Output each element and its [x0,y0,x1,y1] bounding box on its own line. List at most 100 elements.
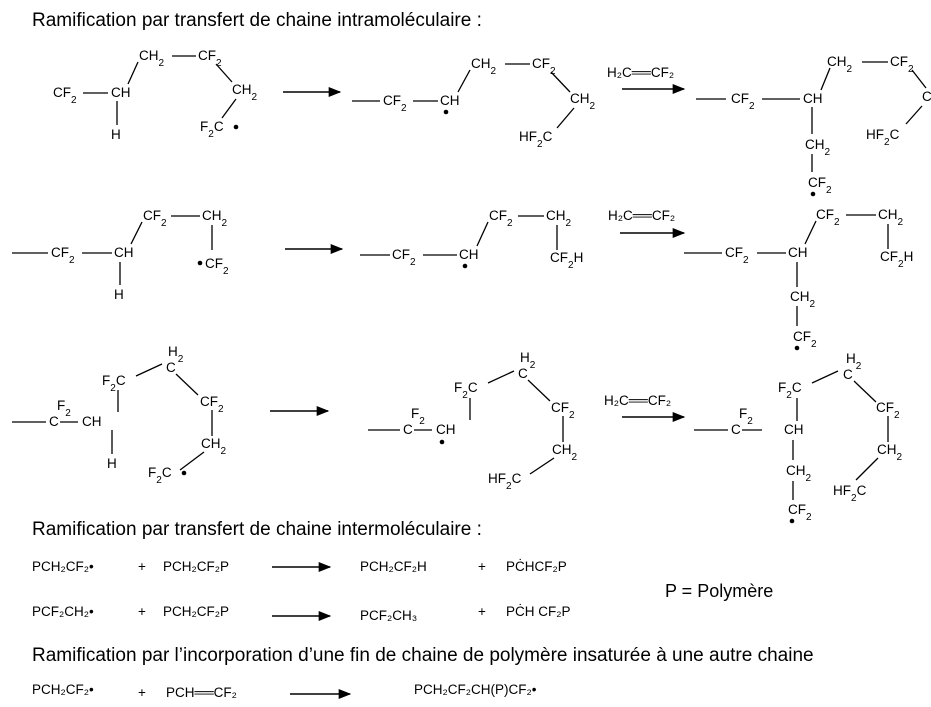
label-cf2: CF2 [489,208,513,229]
label-hf2c: HF2C [866,127,900,148]
label-f2c: F2C [778,380,802,401]
label-ch: CH [114,245,134,260]
label-cf2: CF2 [725,245,749,266]
label-cf2: CF2 [731,91,755,112]
label-cf2: CF2 [383,93,407,114]
label-f2c: F2C [102,373,126,394]
species-d: PĊH CF₂P [506,604,571,619]
label-cf2h: CF2H [550,250,583,271]
label-cf2: CF2 [392,247,416,268]
plus-sign: + [478,604,486,619]
label-hf2c: HF2C [519,129,553,150]
radical-dot [181,470,187,476]
label-c: C [922,89,931,104]
radical-dot [810,191,816,197]
plus-sign: + [138,559,146,574]
label-h: H [114,287,124,302]
monomer-vdf: H₂C══CF₂ [604,393,671,408]
radical-dot [439,439,445,445]
label-cf2: CF2 [51,245,75,266]
label-ch2: CH2 [546,208,572,229]
label-c: C [403,422,413,437]
row2-structure-2: CF2 CH CF2 CH2 CF2H [360,208,583,271]
label-ch: CH [788,245,808,260]
species-c: PCH₂CF₂CH(P)CF₂• [414,682,537,697]
label-c: C [731,422,741,437]
label-cf2: CF2 [551,400,575,421]
radical-dot [789,518,795,524]
reaction-line-3: PCH₂CF₂• + PCH══CF₂ PCH₂CF₂CH(P)CF₂• [32,682,537,700]
plus-sign: + [138,604,146,619]
label-ch: CH [82,414,102,429]
species-b: PCH₂CF₂P [163,604,229,619]
reaction-line-2: PCF₂CH₂• + PCH₂CF₂P PCF₂CH₃ + PĊH CF₂P [32,604,571,623]
label-cf2: CF2 [876,400,900,421]
radical-dot [443,109,449,115]
label-c: C [166,360,176,375]
label-ch2: CH2 [471,56,497,77]
label-ch2: CH2 [570,91,596,112]
label-cf2h: CF2H [880,249,913,270]
label-ch2: CH2 [877,442,903,463]
heading-intramolecular: Ramification par transfert de chaine int… [32,10,482,31]
species-a: PCH₂CF₂• [32,559,94,574]
label-h: H [107,456,117,471]
row2-structure-3: CF2 CH CF2 CH2 CF2H CH2 CF2 [684,207,913,351]
polymer-legend: P = Polymère [665,581,773,601]
row2-structure-1: CF2 CH H CF2 CH2 CF2 [12,208,229,302]
monomer-vdf: H₂C══CF₂ [607,65,674,80]
label-c: C [49,414,59,429]
species-b: PCH₂CF₂P [163,559,229,574]
species-b: PCH══CF₂ [166,685,237,700]
label-ch2: CH2 [139,48,165,69]
label-ch: CH [803,91,823,106]
row1-structure-3: CF2 CH CH2 CF2 C HF2C CH2 CF2 [696,54,931,197]
label-cf2-radical: CF2 [788,502,812,523]
label-ch2: CH2 [786,463,812,484]
label-c: C [843,367,853,382]
label-ch-radical: CH [440,93,460,108]
label-h: H [111,127,121,142]
label-h2: H2 [520,350,536,371]
species-d: PĊHCF₂P [506,559,567,574]
label-ch2: CH2 [878,207,904,228]
label-ch2: CH2 [805,137,831,158]
heading-incorporation: Ramification par l’incorporation d’une f… [32,645,814,666]
label-f2c: F2C [454,380,478,401]
label-ch2: CH2 [790,289,816,310]
radical-dot [462,263,468,269]
heading-intermolecular: Ramification par transfert de chaine int… [32,519,482,540]
label-ch-radical: CH [459,247,479,262]
label-f2c-radical: F2C [148,465,172,486]
radical-dot [794,345,800,351]
label-c: C [518,366,528,381]
label-ch2: CH2 [202,208,228,229]
label-cf2: CF2 [816,207,840,228]
label-cf2: CF2 [532,56,556,77]
row3-structure-2: F2 C CH F2C H2 C CF2 CH2 HF2C [368,350,578,492]
label-ch2: CH2 [827,54,853,75]
row3-structure-3: F2 C CH F2C H2 C CF2 CH2 HF2C CH2 CF2 [694,351,903,524]
label-h2: H2 [846,351,862,372]
reaction-line-1: PCH₂CF₂• + PCH₂CF₂P PCH₂CF₂H + PĊHCF₂P [32,559,567,574]
label-ch2: CH2 [201,436,227,457]
label-cf2: CF2 [143,208,167,229]
plus-sign: + [478,559,486,574]
label-ch-radical: CH [436,422,456,437]
label-ch2: CH2 [552,442,578,463]
row1-structure-1: CF2 CH H CH2 CF2 CH2 F2C [53,48,258,142]
label-hf2c: HF2C [488,471,522,492]
label-cf2: CF2 [198,48,222,69]
row1-structure-2: CF2 CH CH2 CF2 CH2 HF2C [352,56,596,150]
label-cf2: CF2 [200,394,224,415]
species-a: PCH₂CF₂• [32,682,94,697]
species-c: PCF₂CH₃ [360,608,417,623]
monomer-vdf: H₂C══CF₂ [608,208,675,223]
label-cf2: CF2 [53,85,77,106]
label-f2: F2 [739,406,753,427]
label-ch: CH [111,85,131,100]
label-cf2-radical: CF2 [808,175,832,196]
label-f2: F2 [411,406,425,427]
